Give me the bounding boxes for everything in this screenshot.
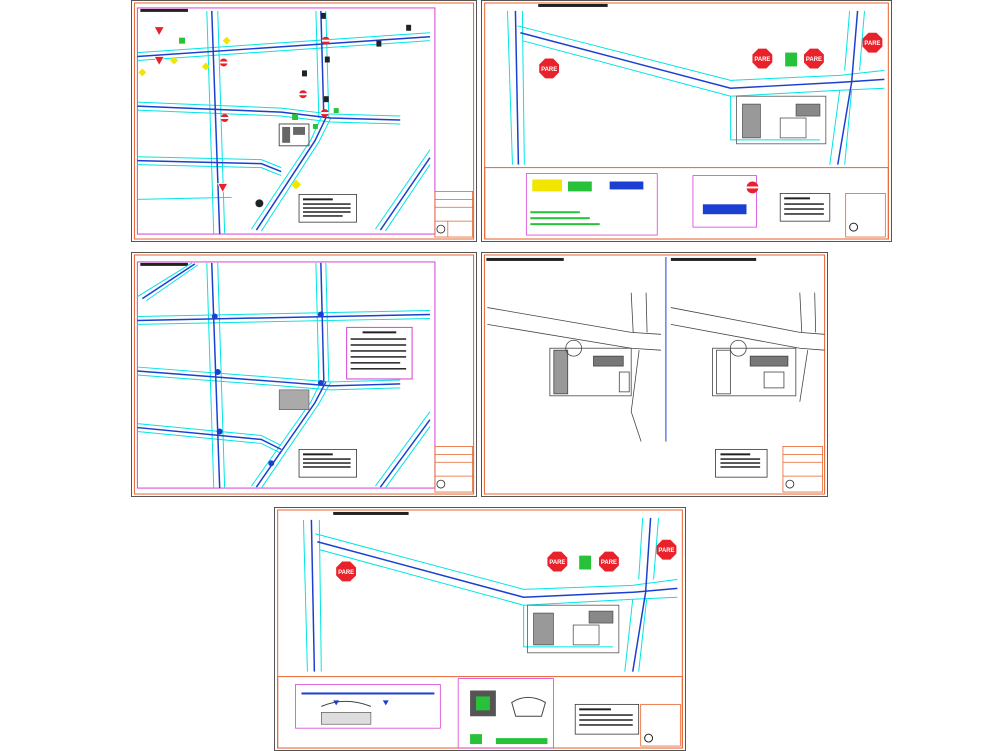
sheet-1-drawing [133,2,475,240]
stop-disc-icons [219,36,330,208]
legend-box [298,193,357,223]
drawing-sheet-5: PARE PARE PARE PARE [274,507,686,751]
building-block [278,389,310,411]
street-edges [137,262,431,489]
sheet-2-drawing: PARE PARE PARE PARE [484,2,889,240]
pare-sign-label: PARE [549,560,565,566]
title-block [434,446,474,493]
pare-sign-icons: PARE PARE PARE PARE [336,539,677,582]
street-centerlines [310,517,678,672]
drawing-sheet-2: PARE PARE PARE PARE [481,0,892,242]
green-sign-icon [579,555,592,570]
pare-sign-label: PARE [864,41,880,47]
sheet-3-drawing [133,254,475,495]
pare-sign-label: PARE [601,560,617,566]
site-plan-existing [487,292,661,442]
intersection-markers [211,311,324,467]
pare-sign-label: PARE [541,67,557,73]
yield-sign-icons [153,26,229,194]
legend-box [715,448,768,478]
pare-sign-label: PARE [754,57,770,63]
street-edges [137,10,431,235]
drawing-sheet-4 [481,252,828,497]
notes-legend [346,326,413,380]
drawing-sheet-1 [131,0,477,242]
pare-sign-icons: PARE PARE PARE PARE [539,32,883,79]
green-marker-icons [179,37,339,129]
street-centerlines [137,10,431,235]
building-block [278,123,310,147]
street-edges [302,517,678,672]
sheet-5-drawing: PARE PARE PARE PARE [277,509,683,749]
title-block [782,446,824,493]
street-centerlines [514,10,885,165]
drawing-sheet-3 [131,252,477,497]
title-block [434,191,473,238]
pare-sign-label: PARE [658,548,674,554]
building-plan [736,95,827,145]
building-plan [527,604,620,654]
street-edges [506,10,885,165]
legend-box [298,448,357,478]
pare-sign-label: PARE [338,570,354,576]
detail-panels [295,678,681,749]
sheet-4-drawing [483,254,826,495]
green-sign-icon [785,52,798,67]
site-plan-proposed [670,292,825,402]
pare-sign-label: PARE [806,57,822,63]
detail-panels [525,173,886,238]
street-centerlines [137,262,431,489]
small-sign-icons [302,12,412,103]
